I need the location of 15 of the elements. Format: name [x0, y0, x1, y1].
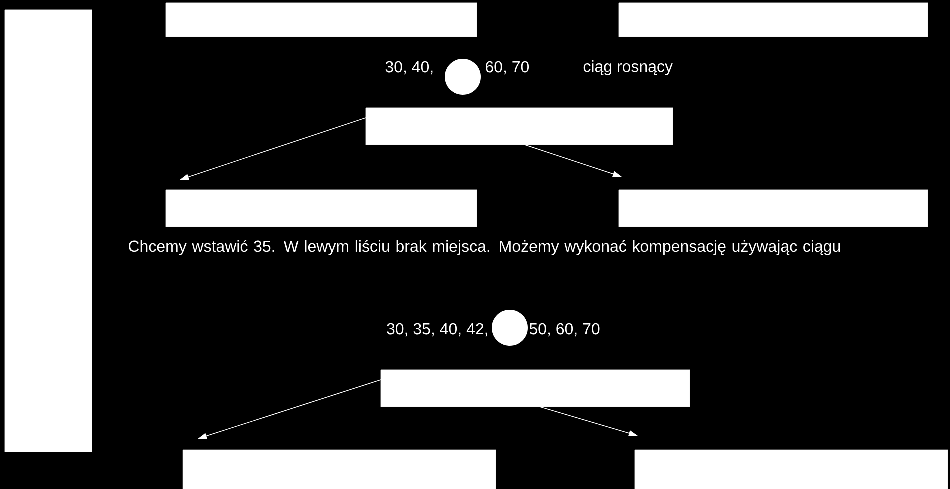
empty-box	[634, 450, 948, 489]
note-text: Chcemy wstawić 35. W lewym liściu brak miejsca. Możemy wykonać kompensację używając ciągu	[129, 240, 840, 256]
empty-box	[618, 2, 928, 38]
empty-box	[166, 2, 478, 38]
empty-box	[366, 108, 674, 146]
empty-box	[166, 190, 478, 228]
vertical-bar	[4, 10, 92, 452]
sequence-text: 30, 35, 40, 42,	[387, 323, 488, 337]
sequence-text: 30, 40,	[386, 61, 433, 75]
sequence-text: 50, 60, 70	[530, 323, 600, 337]
empty-box	[380, 370, 690, 408]
empty-box	[182, 450, 496, 489]
sequence-text: 60, 70	[486, 61, 530, 75]
sequence-text: ciąg rosnący	[584, 60, 673, 76]
empty-box	[618, 190, 928, 228]
